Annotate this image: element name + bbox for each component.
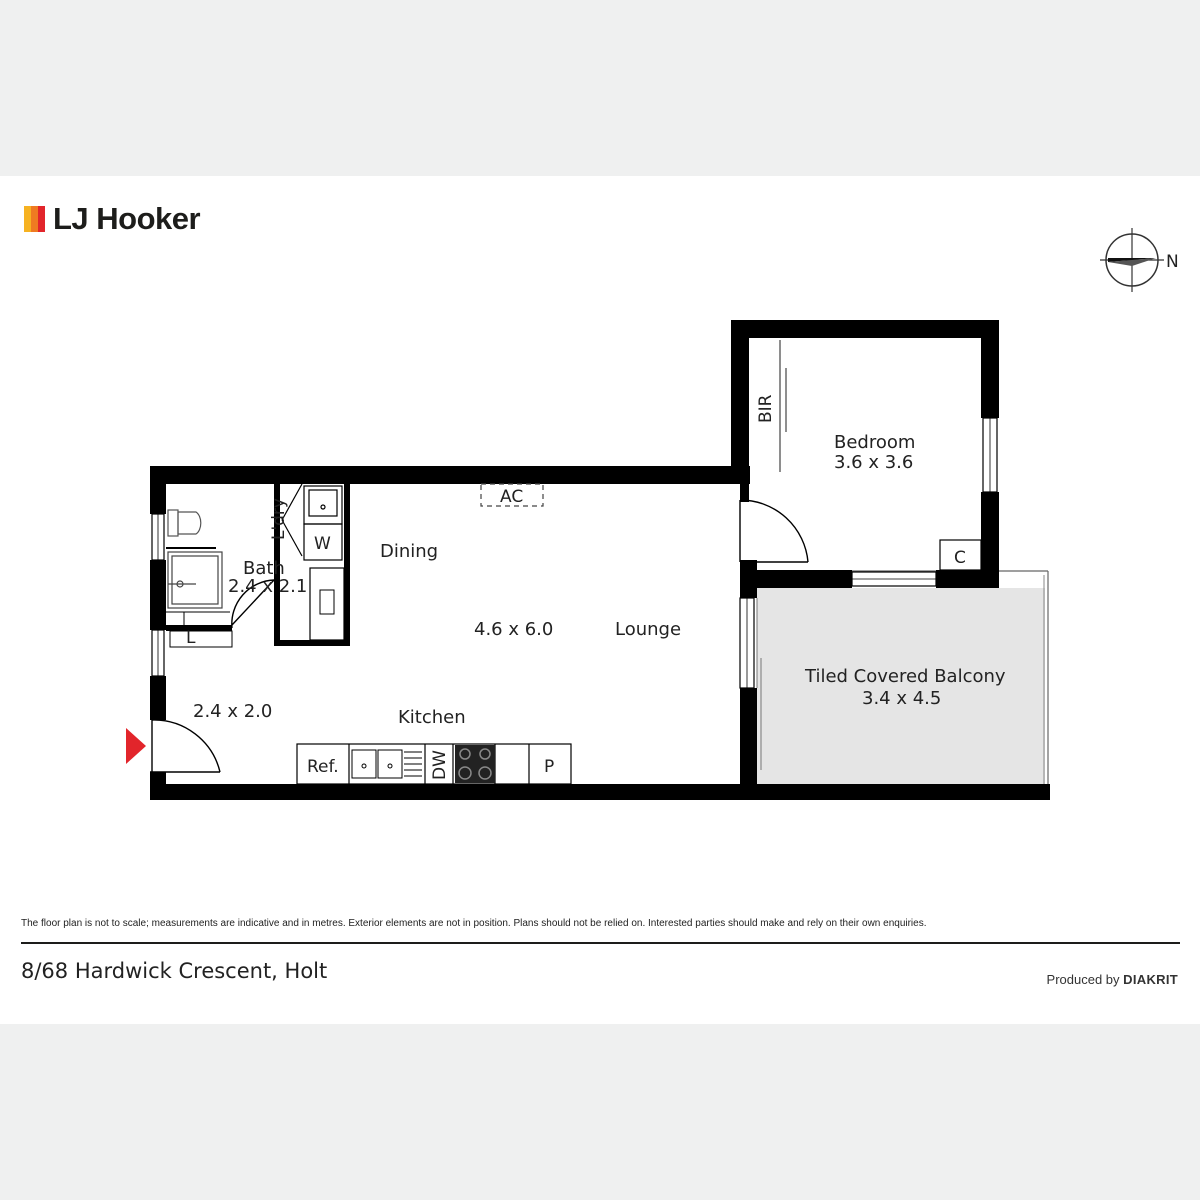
bath-size-label: 2.4 x 2.1 bbox=[228, 576, 307, 597]
entry-size-label: 2.4 x 2.0 bbox=[193, 701, 272, 722]
robe-doors bbox=[779, 340, 787, 472]
laundry-fixtures bbox=[303, 485, 343, 561]
laundry-label: L'dry bbox=[269, 498, 289, 540]
toilet-icon bbox=[167, 509, 202, 537]
vanity-icon bbox=[309, 567, 345, 641]
balcony-size-label: 3.4 x 4.5 bbox=[862, 688, 941, 709]
bedroom-size-label: 3.6 x 3.6 bbox=[834, 452, 913, 473]
dishwasher-label: DW bbox=[430, 750, 450, 780]
entry-door bbox=[150, 719, 221, 773]
footer-divider bbox=[21, 942, 1180, 944]
window-sashes bbox=[157, 418, 991, 688]
compass-north-label: N bbox=[1166, 252, 1179, 272]
laundry-doors bbox=[281, 483, 303, 557]
walls bbox=[150, 320, 1050, 800]
linen-label: L bbox=[186, 628, 196, 648]
fridge-label: Ref. bbox=[307, 757, 339, 777]
main-size-label: 4.6 x 6.0 bbox=[474, 619, 553, 640]
shower-icon bbox=[167, 551, 223, 609]
balcony-floor bbox=[757, 588, 1045, 784]
cupboard-label: C bbox=[954, 548, 966, 568]
linen-cupboard bbox=[169, 630, 233, 648]
balcony-label: Tiled Covered Balcony bbox=[804, 666, 1006, 687]
ac-label: AC bbox=[500, 487, 523, 507]
disclaimer-text: The floor plan is not to scale; measurem… bbox=[21, 918, 927, 929]
bedroom-label: Bedroom bbox=[834, 432, 915, 453]
bedroom-door bbox=[739, 499, 809, 563]
dining-label: Dining bbox=[380, 541, 438, 562]
kitchen-label: Kitchen bbox=[398, 707, 466, 728]
cooktop-icon bbox=[455, 745, 495, 783]
pantry-label: P bbox=[544, 757, 554, 777]
bath-label: Bath bbox=[243, 558, 285, 579]
air-conditioner bbox=[480, 483, 544, 507]
brand-logo-mark bbox=[24, 206, 45, 232]
entry-marker-icon bbox=[126, 728, 146, 764]
kitchen-sink-icon bbox=[351, 749, 422, 779]
cupboard bbox=[939, 539, 982, 571]
producer-name: DIAKRIT bbox=[1123, 972, 1178, 987]
bath-door bbox=[231, 579, 275, 629]
lounge-label: Lounge bbox=[615, 619, 681, 640]
produced-by-label: Produced by bbox=[1046, 972, 1120, 987]
brand-name: LJ Hooker bbox=[53, 201, 201, 236]
property-address: 8/68 Hardwick Crescent, Holt bbox=[21, 959, 328, 983]
washer-label: W bbox=[314, 534, 331, 554]
robe-label: BIR bbox=[756, 394, 776, 423]
producer-credit: Produced by DIAKRIT bbox=[1047, 972, 1178, 987]
compass-icon bbox=[1100, 228, 1164, 292]
brand-logo: LJ Hooker bbox=[24, 201, 201, 236]
